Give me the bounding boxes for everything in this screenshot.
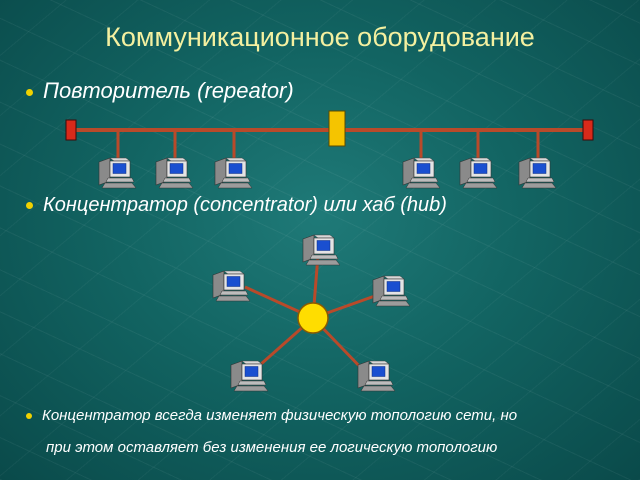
repeater-icon <box>328 110 346 147</box>
bullet-dot <box>26 413 32 420</box>
computer-icon <box>155 157 194 189</box>
computer-icon <box>214 157 253 189</box>
terminator-icon <box>582 119 594 141</box>
bullet-hub-text: Концентратор (concentrator) или хаб (hub… <box>43 194 447 216</box>
hub-node-icon <box>297 302 329 334</box>
computer-icon <box>212 270 251 302</box>
hub-diagram <box>212 234 411 392</box>
bullet-note: Концентратор всегда изменяет физическую … <box>26 400 616 464</box>
computer-icon <box>518 157 557 189</box>
terminator-icon <box>65 119 77 141</box>
computer-icon <box>98 157 137 189</box>
bullet-hub: Концентратор (concentrator) или хаб (hub… <box>26 194 447 217</box>
computer-icon <box>357 360 396 392</box>
computer-icon <box>302 234 341 266</box>
computer-icon <box>402 157 441 189</box>
slide-title: Коммуникационное оборудование <box>105 22 535 52</box>
computer-icon <box>372 275 411 307</box>
computer-icon <box>459 157 498 189</box>
bullet-repeater: Повторитель (repeator) <box>26 78 294 104</box>
bullet-repeater-text: Повторитель (repeator) <box>43 78 294 103</box>
bullet-dot <box>26 202 33 210</box>
computer-icon <box>230 360 269 392</box>
note-line-2: при этом оставляет без изменения ее логи… <box>46 439 498 456</box>
bullet-dot <box>26 88 33 96</box>
note-line-1: Концентратор всегда изменяет физическую … <box>42 407 518 424</box>
repeater-diagram <box>65 110 594 189</box>
